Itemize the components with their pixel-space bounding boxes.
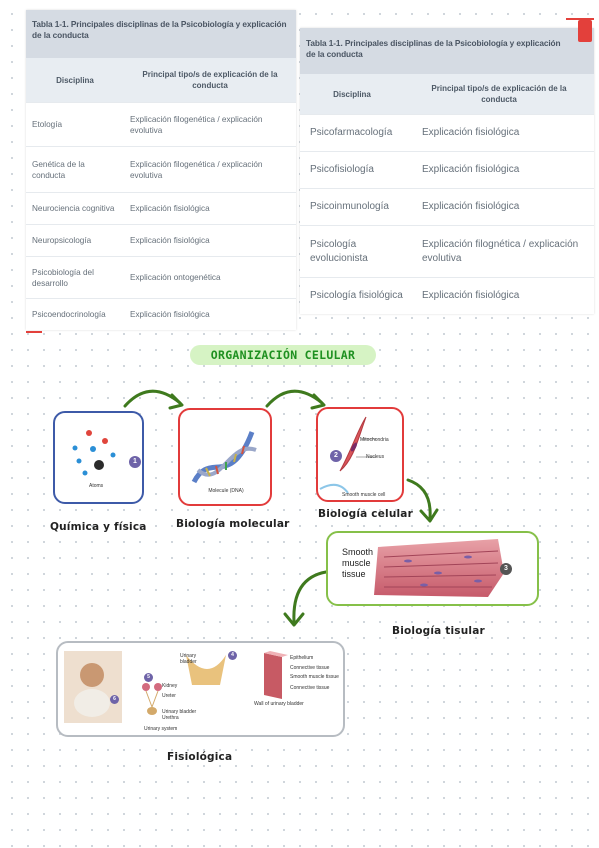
table-cell: Genética de la conducta: [32, 159, 85, 180]
table-cell: Neuropsicología: [32, 236, 92, 245]
mitochondria-label: Mitochondria: [360, 437, 389, 443]
table-left-header: Disciplina Principal tipo/s de explicaci…: [26, 58, 296, 102]
table-cell: Psicología fisiológica: [310, 290, 403, 301]
cellular-caption: Biología celular: [318, 508, 413, 520]
table-left-header-discipline: Disciplina: [56, 75, 94, 85]
level-number-5: 5: [144, 673, 153, 682]
table-row: Psicofisiología Explicación fisiológica: [300, 151, 594, 188]
table-row: Neuropsicología Explicación fisiológica: [26, 224, 296, 256]
table-cell: Psicoinmunología: [310, 201, 389, 212]
kidney-label: Kidney: [162, 683, 178, 689]
section-title: ORGANIZACIÓN CELULAR: [190, 345, 376, 365]
molecular-caption: Biología molecular: [176, 518, 290, 530]
red-corner-icon: [578, 20, 592, 42]
smooth-muscle-cell-label: Smooth muscle cell: [342, 492, 386, 498]
table-row: Etología Explicación filogenética / expl…: [26, 102, 296, 146]
table-row: Psicoendocrinología Explicación fisiológ…: [26, 298, 296, 330]
table-cell: Explicación filogenética / explicación e…: [130, 114, 263, 135]
table-cell: Explicación fisiológica: [130, 310, 210, 319]
table-row: Psicofarmacología Explicación fisiológic…: [300, 114, 594, 151]
urethra-label: Urethra: [162, 715, 179, 721]
table-cell: Explicación filognética / explicación ev…: [422, 238, 579, 264]
table-cell: Explicación fisiológica: [130, 236, 210, 245]
arrow-molecular-to-cellular: [265, 389, 326, 410]
table-right-header: Disciplina Principal tipo/s de explicaci…: [300, 74, 594, 114]
arrow-cellular-to-tissue: [406, 478, 439, 523]
table-left: Tabla 1-1. Principales disciplinas de la…: [26, 10, 296, 330]
epithelium-label: Epithelium: [290, 655, 314, 661]
molecule-panel: Molecule (DNA): [178, 408, 272, 506]
physiological-illustration: [64, 651, 288, 723]
table-row: Psicología evolucionista Explicación fil…: [300, 225, 594, 277]
table-row: Psicología fisiológica Explicación fisio…: [300, 277, 594, 314]
physiological-caption: Fisiológica: [167, 751, 233, 763]
ureter-label: Ureter: [162, 693, 176, 699]
table-cell: Explicación fisiológica: [422, 164, 520, 175]
red-corner-line: [566, 18, 594, 20]
dna-illustration: [191, 431, 257, 484]
table-cell: Explicación fisiológica: [422, 290, 520, 301]
table-cell: Explicación fisiológica: [422, 201, 520, 212]
table-cell: Psicología evolucionista: [310, 238, 368, 264]
table-cell: Psicobiología del desarrollo: [32, 267, 94, 288]
arrow-tissue-to-physiological: [283, 570, 328, 627]
urinary-bladder-label: Urinary bladder: [162, 709, 197, 715]
molecule-label: Molecule (DNA): [208, 488, 244, 494]
table-cell: Explicación fisiológica: [422, 127, 520, 138]
connective-tissue-label-1: Connective tissue: [290, 665, 330, 671]
table-cell: Psicoendocrinología: [32, 310, 106, 319]
table-cell: Neurociencia cognitiva: [32, 204, 115, 213]
table-row: Genética de la conducta Explicación filo…: [26, 146, 296, 192]
connective-tissue-label-2: Connective tissue: [290, 685, 330, 691]
atoms-label: Atoms: [89, 483, 104, 489]
table-row: Psicoinmunología Explicación fisiológica: [300, 188, 594, 225]
atoms-illustration: [72, 430, 116, 476]
table-cell: Explicación filogenética / explicación e…: [130, 159, 263, 180]
table-right: Tabla 1-1. Principales disciplinas de la…: [300, 28, 594, 314]
red-marker: [26, 331, 42, 333]
table-cell: Etología: [32, 120, 63, 129]
wall-label: Wall of urinary bladder: [254, 701, 304, 707]
table-right-header-discipline: Disciplina: [333, 89, 371, 99]
physiological-panel: Urinary bladder Kidney Ureter Urinary bl…: [56, 641, 345, 737]
arrow-chem-to-molecular: [123, 389, 184, 410]
tissue-label: Smooth muscle tissue: [342, 547, 374, 579]
table-right-caption: Tabla 1-1. Principales disciplinas de la…: [300, 28, 594, 74]
table-left-caption: Tabla 1-1. Principales disciplinas de la…: [26, 10, 296, 58]
table-cell: Psicofarmacología: [310, 127, 393, 138]
table-cell: Explicación ontogenética: [130, 273, 221, 282]
urinary-bladder-top-label: Urinary bladder: [180, 653, 197, 665]
table-cell: Psicofisiología: [310, 164, 374, 175]
level-number-3: 3: [500, 563, 512, 575]
table-cell: Explicación fisiológica: [130, 204, 210, 213]
level-number-1: 1: [129, 456, 141, 468]
atoms-panel: Atoms: [53, 411, 144, 504]
urinary-system-label: Urinary system: [144, 726, 178, 732]
table-right-header-explanation: Principal tipo/s de explicación de la co…: [431, 84, 567, 104]
tissue-illustration: [374, 539, 504, 597]
chemistry-caption: Química y física: [50, 521, 147, 533]
nucleus-label: Nucleus: [366, 454, 385, 460]
table-row: Psicobiología del desarrollo Explicación…: [26, 256, 296, 298]
level-number-4: 4: [228, 651, 237, 660]
table-row: Neurociencia cognitiva Explicación fisio…: [26, 192, 296, 224]
smooth-muscle-tissue-label: Smooth muscle tissue: [290, 674, 339, 680]
level-number-2: 2: [330, 450, 342, 462]
table-left-header-explanation: Principal tipo/s de explicación de la co…: [142, 70, 278, 90]
cell-illustration: [319, 416, 376, 494]
level-number-6: 6: [110, 695, 119, 704]
tissue-caption: Biología tisular: [392, 625, 485, 637]
